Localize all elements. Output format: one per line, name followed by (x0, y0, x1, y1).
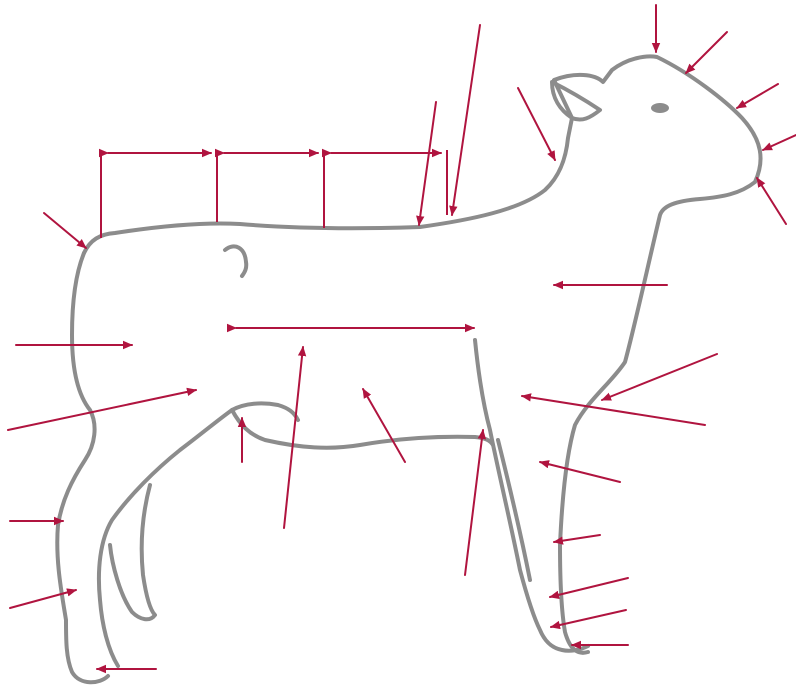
arrow-muzzle (763, 135, 796, 150)
arrow-rib (284, 347, 303, 528)
arrows (8, 5, 796, 669)
arrow-neck-top (518, 88, 555, 160)
lamb-body-outline (84, 56, 761, 652)
arrow-dock (44, 213, 86, 248)
ear-outline (552, 82, 600, 120)
arrow-forearm (540, 462, 620, 482)
arrow-withers (452, 25, 480, 215)
front-leg-inner-outline (498, 440, 530, 580)
front-leg-outline (475, 340, 588, 651)
arrow-chest (522, 396, 705, 425)
arrow-forehead (686, 32, 727, 73)
hind-leg-inner-outline (99, 410, 232, 666)
arrow-belly (363, 389, 405, 462)
arrow-jaw (757, 178, 786, 224)
arrow-face (737, 84, 778, 108)
arrow-shoulder-top (419, 102, 436, 225)
eye (651, 103, 669, 113)
arrow-hind-cannon (10, 590, 76, 608)
arrow-fore-shank-back (465, 430, 483, 575)
belly-outline (232, 410, 493, 448)
arrow-breast (602, 354, 717, 400)
lamb-outline (57, 56, 760, 682)
stifle-curl (225, 246, 246, 276)
far-hind-leg-outline (110, 485, 155, 619)
arrow-leg-of-lamb (8, 390, 196, 430)
